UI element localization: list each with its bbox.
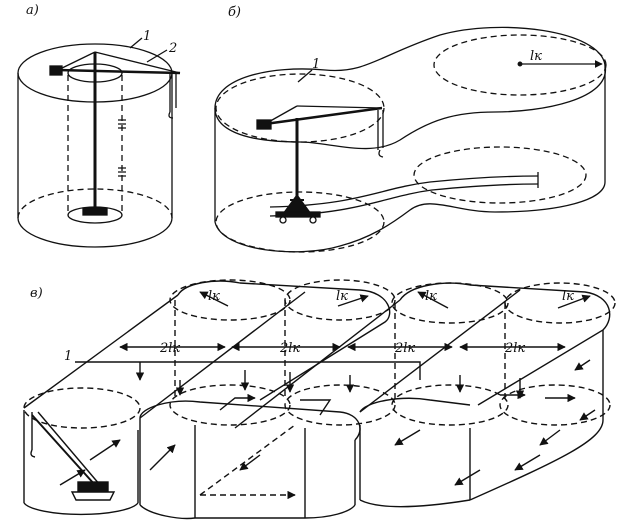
panel-a-callout-2: 2 [168,41,177,56]
panel-v-radius-3: lк [425,289,437,304]
volume-top-outline [214,26,606,150]
slab-3 [234,299,401,429]
panel-v-callout-1: 1 [64,349,72,364]
panel-v-label: в) [30,286,43,301]
panel-v-radius-4: lк [562,289,574,304]
front-capsule-right [359,397,471,413]
panel-v-span-2: 2lк [279,341,300,356]
panel-v-span-1: 2lк [159,341,180,356]
crawler-crane-body [77,481,109,493]
back-capsule-left [177,280,391,401]
panel-v-span-3: 2lк [394,341,415,356]
hook-icon [30,449,36,458]
left-cylinder-top [23,387,141,429]
cylinder-bottom-front [17,217,173,248]
slab-2 [139,291,306,419]
panel-v [23,279,616,520]
crane-rail [269,175,539,208]
panel-b [214,26,607,253]
front-capsule-left [139,400,361,441]
panel-v-radius-2: lк [336,289,348,304]
volume-bottom-outline [214,181,606,253]
crane-jib [264,106,383,126]
panel-a [17,37,181,248]
crane-jib [57,68,181,75]
panel-v-radius-1: lк [208,289,220,304]
panel-a-callout-1: 1 [143,29,151,44]
counterweight [49,65,63,76]
hook-icon [378,149,384,158]
counterweight [256,119,272,130]
crawler-crane-boom [31,414,96,486]
panel-a-label: а) [26,3,39,18]
crane-base [82,207,108,216]
panel-b-radius-label: lк [530,49,542,64]
hook-icon [168,111,174,119]
slab-1 [23,294,179,409]
panel-v-span-4: 2lк [504,341,525,356]
panel-b-label: б) [228,5,241,20]
back-capsule-right [399,282,611,406]
cylinder-bottom-back [17,188,173,219]
panel-b-callout-1: 1 [312,57,320,72]
